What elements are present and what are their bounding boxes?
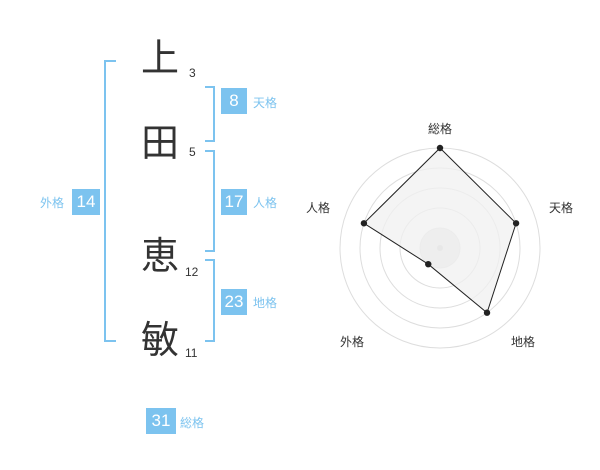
name-char-3: 恵 [140,234,179,278]
jinkaku-label: 人格 [253,196,278,210]
soukaku-value: 31 [146,408,176,434]
tenkaku-label: 天格 [253,96,278,110]
stroke-count-4: 11 [185,346,198,360]
radar-value-polygon [363,147,517,314]
stroke-count-1: 3 [189,66,196,80]
gaikaku-label: 外格 [40,196,65,210]
chikaku-value: 23 [221,289,247,315]
radar-point [436,144,444,152]
gaikaku-value: 14 [72,189,100,215]
name-char-4: 敏 [140,318,179,362]
radar-axis-label-chikaku: 地格 [511,335,536,349]
jinkaku-bracket [205,150,215,252]
stroke-count-2: 5 [189,145,196,159]
radar-point [483,309,491,316]
radar-point [360,220,368,227]
soukaku-label: 総格 [180,416,205,430]
name-char-2: 田 [140,121,179,165]
radar-axis-label-gaikaku: 外格 [340,335,365,349]
radar-axis-label-jinkaku: 人格 [306,201,331,215]
radar-axis-label-tenkaku: 天格 [549,201,574,215]
name-char-1: 上 [140,36,179,80]
radar-point [425,260,432,268]
radar-point [512,220,520,227]
stroke-count-3: 12 [185,265,199,279]
jinkaku-value: 17 [221,189,247,215]
chikaku-bracket [205,259,215,342]
tenkaku-bracket [205,86,215,142]
radar-axis-label-soukaku: 総格 [428,122,453,136]
chikaku-label: 地格 [253,296,278,310]
tenkaku-value: 8 [221,88,247,114]
gaikaku-bracket [104,60,116,342]
